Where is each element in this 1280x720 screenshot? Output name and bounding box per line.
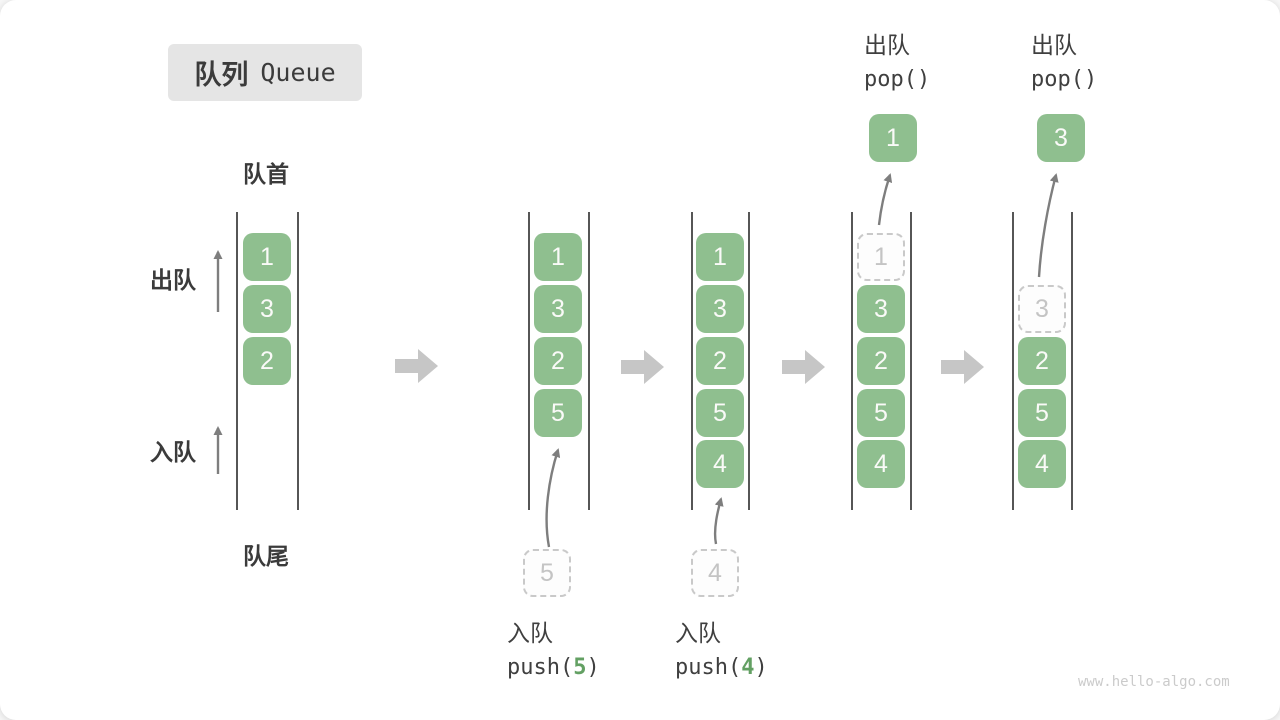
cell-dashed-popped: 3: [1018, 285, 1066, 333]
queue1-right-wall: [297, 212, 299, 510]
cell: 1: [696, 233, 744, 281]
op-push-5-code: push(5): [507, 655, 600, 680]
block-arrow-4: [941, 350, 984, 384]
watermark: www.hello-algo.com: [1078, 674, 1230, 690]
cell: 2: [696, 337, 744, 385]
cell: 5: [857, 389, 905, 437]
diagram-title: 队列 Queue: [168, 44, 362, 101]
op-push-5-name: 入队: [507, 620, 553, 646]
cell: 2: [1018, 337, 1066, 385]
op-pop-2-code: pop(): [1031, 67, 1098, 92]
block-arrow-1: [395, 349, 438, 383]
cell: 4: [857, 440, 905, 488]
cell: 2: [534, 337, 582, 385]
cell: 4: [696, 440, 744, 488]
op-push-4-name: 入队: [675, 620, 721, 646]
push5-arrow: [545, 448, 561, 548]
cell: 5: [1018, 389, 1066, 437]
queue2-left-wall: [528, 212, 530, 510]
op-push-4: 入队 push(4): [675, 616, 768, 686]
queue3-right-wall: [748, 212, 750, 510]
pop1-arrow: [877, 173, 893, 226]
op-pop-1: 出队 pop(): [864, 28, 930, 98]
title-zh: 队列: [194, 60, 249, 90]
cell: 3: [857, 285, 905, 333]
push-arg-5: 5: [573, 655, 587, 680]
cell: 3: [534, 285, 582, 333]
queue5-left-wall: [1012, 212, 1014, 510]
block-arrow-3: [782, 350, 825, 384]
popped-cell-1: 1: [869, 114, 917, 162]
cell-dashed-popped: 1: [857, 233, 905, 281]
block-arrow-2: [621, 350, 664, 384]
op-pop-2-name: 出队: [1031, 32, 1077, 58]
cell: 3: [243, 285, 291, 333]
op-pop-2: 出队 pop(): [1031, 28, 1097, 98]
cell: 2: [243, 337, 291, 385]
queue5-right-wall: [1071, 212, 1073, 510]
op-push-5: 入队 push(5): [507, 616, 600, 686]
queue1-left-wall: [236, 212, 238, 510]
label-queue-rear: 队尾: [243, 543, 289, 569]
push-arg-4: 4: [741, 655, 755, 680]
cell: 2: [857, 337, 905, 385]
push4-arrow: [713, 497, 724, 545]
popped-cell-3: 3: [1037, 114, 1085, 162]
staged-cell-5: 5: [523, 549, 571, 597]
staged-cell-4: 4: [691, 549, 739, 597]
cell: 5: [534, 389, 582, 437]
label-enqueue-side: 入队: [150, 439, 196, 465]
cell: 1: [534, 233, 582, 281]
op-pop-1-code: pop(): [864, 67, 931, 92]
title-en: Queue: [260, 58, 336, 87]
op-push-4-code: push(4): [675, 655, 768, 680]
op-pop-1-name: 出队: [864, 32, 910, 58]
cell: 1: [243, 233, 291, 281]
label-dequeue-side: 出队: [150, 267, 196, 293]
queue4-left-wall: [851, 212, 853, 510]
queue4-right-wall: [910, 212, 912, 510]
cell: 5: [696, 389, 744, 437]
cell: 4: [1018, 440, 1066, 488]
cell: 3: [696, 285, 744, 333]
queue3-left-wall: [691, 212, 693, 510]
pop2-arrow: [1037, 173, 1059, 278]
label-queue-front: 队首: [243, 161, 289, 187]
queue2-right-wall: [588, 212, 590, 510]
